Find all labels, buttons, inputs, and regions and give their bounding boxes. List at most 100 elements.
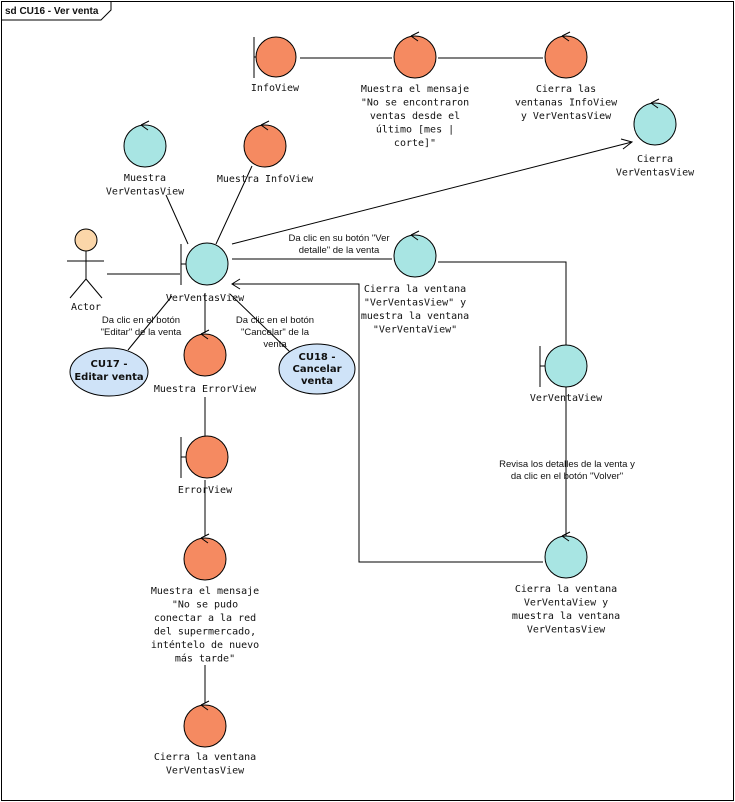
control-cierra-ventaview[interactable] [544, 531, 588, 579]
note-revisa-line: da clic en el botón "Volver" [511, 471, 623, 482]
label-actor-line: Actor [71, 302, 101, 313]
note-editar: Da clic en el botón"Editar" de la venta [101, 315, 182, 338]
note-ver-detalle-line: detalle" de la venta [299, 245, 380, 256]
label-infoview: InfoView [251, 83, 300, 94]
label-muestra-info: Muestra InfoView [217, 174, 314, 185]
label-cierra-ventaview-line: Cierra la ventana [515, 584, 617, 595]
label-verventasview-line: VerVentasView [166, 293, 245, 304]
label-cierra-verventas-bottom-line: VerVentasView [166, 766, 245, 777]
note-editar-line: "Editar" de la venta [101, 327, 182, 338]
label-msg-no-conectar: Muestra el mensaje "No se pudo conectar a … [151, 586, 259, 665]
note-cancelar-line: "Cancelar" de la [241, 327, 310, 338]
control-cierra-verventas-bottom[interactable] [183, 700, 227, 748]
label-cierra-ventaview-line: muestra la ventana [512, 611, 620, 622]
label-cierra-muestra-ventaview-line: muestra la ventana [361, 311, 469, 322]
control-muestra-verventas[interactable] [123, 120, 167, 168]
arrowhead-top [620, 138, 634, 150]
label-msg-no-conectar-line: del supermercado, [154, 627, 256, 638]
connections [107, 57, 633, 703]
label-muestra-error-line: Muestra ErrorView [154, 384, 257, 395]
label-msg-no-conectar-line: Muestra el mensaje [151, 586, 259, 597]
boundary-errorview[interactable] [180, 435, 229, 479]
note-ver-detalle-line: Da clic en su botón "Ver [288, 233, 389, 244]
label-cierra-verventas-bottom-line: Cierra la ventana [154, 752, 256, 763]
label-cierra-info-line: y VerVentasView [521, 111, 612, 122]
label-errorview-line: ErrorView [178, 485, 233, 496]
label-verventaview-line: VerVentaView [530, 393, 603, 404]
control-muestra-info[interactable] [243, 120, 287, 168]
label-cierra-muestra-ventaview-line: "VerVentaView" [373, 325, 457, 336]
note-editar-line: Da clic en el botón [102, 315, 180, 326]
control-msg-no-ventas[interactable] [393, 31, 437, 79]
label-muestra-verventas-line: VerVentasView [106, 187, 185, 198]
edge-verventas-muestra-verventas [165, 194, 189, 245]
label-cierra-muestra-ventaview-line: Cierra la ventana [364, 284, 466, 295]
boundary-verventaview[interactable] [539, 344, 588, 388]
label-muestra-verventas-line: Muestra [124, 173, 166, 184]
label-usecase-cu18-line: venta [301, 376, 333, 387]
label-errorview: ErrorView [178, 485, 233, 496]
label-cierra-info-line: Cierra las [536, 84, 596, 95]
frame-title-tab [1, 1, 112, 21]
control-cierra-verventas-top[interactable] [633, 98, 677, 146]
label-actor: Actor [71, 302, 101, 313]
usecase-cu17[interactable] [69, 347, 149, 397]
label-msg-no-conectar-line: conectar a la red [154, 613, 256, 624]
label-msg-no-ventas-line: corte]" [394, 138, 436, 149]
label-msg-no-ventas-line: "No se encontraron [361, 98, 469, 109]
label-msg-no-ventas-line: ventas desde el [370, 111, 460, 122]
edge-verventas-cierra-top [231, 141, 633, 245]
edge-cierra-muestra-ventaview [438, 261, 567, 345]
label-msg-no-ventas-line: Muestra el mensaje [361, 84, 469, 95]
label-cierra-muestra-ventaview: Cierra la ventana "VerVentasView" y muestr… [361, 284, 469, 336]
label-muestra-error: Muestra ErrorView [154, 384, 257, 395]
usecase-cu18[interactable] [278, 343, 356, 395]
label-verventaview: VerVentaView [530, 393, 603, 404]
label-msg-no-ventas: Muestra el mensaje "No se encontraron vent… [361, 84, 469, 149]
note-cancelar-line: Da clic en el botón [236, 315, 314, 326]
note-cancelar-line: venta [263, 339, 287, 350]
label-verventasview: VerVentasView [166, 293, 245, 304]
control-cierra-info[interactable] [544, 31, 588, 79]
boundary-infoview[interactable] [253, 36, 297, 78]
label-cierra-muestra-ventaview-line: "VerVentasView" y [364, 298, 466, 309]
boundary-verventasview[interactable] [180, 242, 229, 286]
control-muestra-error[interactable] [183, 329, 227, 377]
label-usecase-cu17-line: Editar venta [74, 372, 143, 383]
note-revisa-line: Revisa los detalles de la venta y [499, 459, 635, 470]
label-cierra-info: Cierra las ventanas InfoView y VerVentasVi… [515, 84, 618, 122]
label-msg-no-conectar-line: inténtelo de nuevo [151, 639, 259, 651]
control-cierra-muestra-ventaview[interactable] [393, 230, 437, 278]
arrowhead-return [231, 278, 241, 290]
label-msg-no-conectar-line: "No se pudo [172, 600, 238, 611]
arrowheads [231, 138, 634, 290]
label-usecase-cu17: CU17 - Editar venta [74, 359, 143, 383]
label-usecase-cu17-line: CU17 - [90, 359, 127, 370]
label-muestra-info-line: Muestra InfoView [217, 174, 314, 185]
edge-cierra-ventaview-back [232, 283, 543, 563]
control-msg-no-conectar[interactable] [183, 533, 227, 581]
edge-verventas-muestra-info [215, 165, 253, 245]
label-cierra-ventaview-line: VerVentasView [527, 625, 606, 636]
label-infoview-line: InfoView [251, 83, 300, 94]
label-msg-no-conectar-line: más tarde" [175, 653, 235, 665]
label-cierra-ventaview-line: VerVentaView y [524, 598, 608, 609]
label-usecase-cu18-line: CU18 - [298, 352, 335, 363]
actor-figure[interactable] [67, 228, 104, 299]
label-cierra-verventas-top-line: Cierra [637, 154, 673, 165]
frame-title: sd CU16 - Ver venta [5, 6, 99, 17]
label-cierra-info-line: ventanas InfoView [515, 98, 618, 109]
label-cierra-verventas-top-line: VerVentasView [616, 168, 695, 179]
label-usecase-cu18-line: Cancelar [292, 364, 341, 375]
label-msg-no-ventas-line: último [mes | [376, 124, 454, 136]
